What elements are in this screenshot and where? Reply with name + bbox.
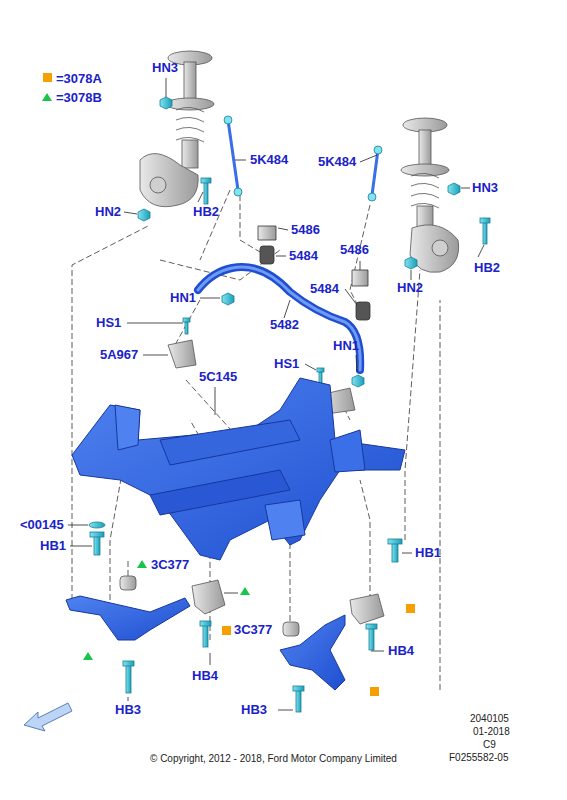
legend-swatch [43, 73, 52, 82]
callout-number: HB2 [193, 205, 219, 219]
callout-number: 3C377 [234, 623, 272, 637]
callout-number: HS1 [274, 357, 299, 371]
callout-number: HB3 [115, 703, 141, 717]
callout-number: HB1 [40, 539, 66, 553]
callout-number: HN1 [333, 339, 359, 353]
callout-number: HN3 [472, 181, 498, 195]
footer-note: C9 [483, 739, 496, 750]
callout-number: HN2 [397, 281, 423, 295]
callout-number: 5C145 [199, 370, 237, 384]
callout-number: HB4 [388, 644, 414, 658]
legend-text: =3078B [56, 90, 102, 105]
callout-number: 3C377 [151, 558, 189, 572]
callout-number: 5K484 [318, 155, 356, 169]
callout-number: 5486 [340, 243, 369, 257]
callout-number: 5486 [291, 223, 320, 237]
callout-number: 5484 [289, 249, 318, 263]
callout-number: 5K484 [250, 153, 288, 167]
footer-note: 01-2018 [473, 726, 510, 737]
legend-swatch [43, 73, 52, 82]
footer-note: F0255582-05 [449, 752, 509, 763]
callout-number: HS1 [96, 316, 121, 330]
legend-text: =3078A [56, 71, 102, 86]
callout-number: HN1 [170, 291, 196, 305]
legend-symbol [42, 93, 52, 101]
callout-number: HN2 [95, 205, 121, 219]
callout-number: <00145 [20, 518, 64, 532]
callout-number: 5484 [310, 282, 339, 296]
callout-number: 5482 [270, 318, 299, 332]
callout-number: HB3 [241, 703, 267, 717]
footer-note: © Copyright, 2012 - 2018, Ford Motor Com… [150, 753, 397, 764]
callout-number: HB4 [192, 669, 218, 683]
footer-note: 2040105 [470, 713, 509, 724]
callout-number: HN3 [152, 61, 178, 75]
callout-number: HB2 [474, 261, 500, 275]
callout-number: HB1 [415, 546, 441, 560]
callout-number: 5A967 [100, 348, 138, 362]
